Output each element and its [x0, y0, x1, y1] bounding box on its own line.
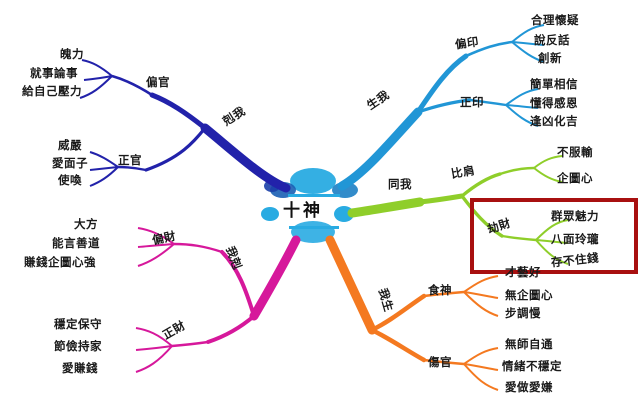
branch-tongwo[interactable]	[347, 155, 634, 265]
branch-woke[interactable]	[22, 227, 301, 373]
node-label-shishen[interactable]: 食神	[428, 283, 452, 297]
leaf-label[interactable]: 賺錢企圖心強	[24, 255, 96, 269]
node-label-pianguan[interactable]: 偏官	[146, 75, 170, 89]
leaf-label[interactable]: 無師自通	[505, 337, 553, 351]
leaf-label[interactable]: 就事論事	[30, 66, 78, 80]
leaf-label[interactable]: 創新	[538, 51, 562, 65]
node-label-pianyin[interactable]: 偏印	[454, 34, 480, 52]
leaf-label[interactable]: 逢凶化吉	[530, 114, 578, 128]
leaf-label[interactable]: 大方	[74, 217, 98, 231]
leaf-label[interactable]: 情緒不穩定	[502, 359, 562, 373]
branch-keme[interactable]	[16, 59, 291, 193]
leaf-label[interactable]: 群眾魅力	[551, 209, 599, 223]
branch-wosheng[interactable]	[325, 235, 582, 391]
leaf-label[interactable]: 愛面子	[52, 156, 88, 170]
leaf-label[interactable]: 懂得感恩	[530, 96, 578, 110]
leaf-label[interactable]: 穩定保守	[54, 317, 102, 331]
leaf-label[interactable]: 合理懷疑	[531, 13, 579, 27]
leaf-label[interactable]: 簡單相信	[530, 77, 578, 91]
node-label-zhengyin[interactable]: 正印	[460, 95, 484, 109]
leaf-label[interactable]: 能言善道	[52, 236, 100, 250]
leaf-label[interactable]: 不服輸	[557, 145, 593, 159]
node-label-zhengguan[interactable]: 正官	[118, 153, 142, 167]
branch-label-tongwo[interactable]: 同我	[388, 177, 412, 191]
leaf-label[interactable]: 八面玲瓏	[551, 232, 599, 246]
leaf-label[interactable]: 節儉持家	[54, 339, 102, 353]
leaf-label[interactable]: 企圖心	[557, 171, 593, 185]
leaf-label[interactable]: 使喚	[58, 173, 82, 187]
leaf-label[interactable]: 魄力	[60, 47, 84, 61]
branch-shengwo[interactable]	[337, 24, 615, 191]
center-node-label: 十神	[283, 201, 323, 221]
leaf-label[interactable]: 說反話	[534, 33, 570, 47]
highlight-box	[470, 198, 638, 274]
leaf-label[interactable]: 才藝好	[505, 265, 541, 279]
leaf-label[interactable]: 愛賺錢	[62, 361, 98, 375]
leaf-label[interactable]: 步調慢	[505, 306, 541, 320]
leaf-label[interactable]: 給自己壓力	[22, 84, 82, 98]
leaf-label[interactable]: 愛做愛嫌	[505, 380, 553, 394]
leaf-label[interactable]: 威嚴	[58, 138, 82, 152]
node-label-shangguan[interactable]: 傷官	[428, 355, 452, 369]
leaf-label[interactable]: 無企圖心	[505, 288, 553, 302]
